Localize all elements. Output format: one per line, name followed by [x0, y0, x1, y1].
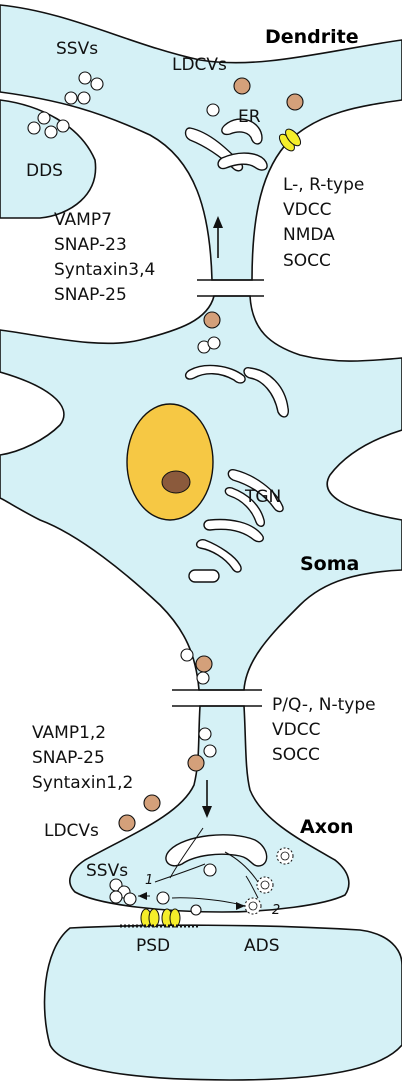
dendrite-channel-1: VDCC [283, 200, 331, 220]
dendrite-channel-0: L-, R-type [283, 175, 364, 195]
endosome [165, 834, 268, 867]
label-axon: Axon [300, 816, 354, 838]
vesicle [203, 863, 217, 877]
tgn-cisterna [203, 518, 264, 543]
axon-channel-0: P/Q-, N-type [272, 695, 376, 715]
label-soma: Soma [300, 553, 359, 575]
er-cisterna [217, 152, 268, 171]
label-path-1: 1 [145, 873, 153, 888]
label-ads: ADS [244, 936, 280, 956]
dendrite-snare-1: SNAP-23 [54, 235, 127, 255]
postsynaptic-cell [43, 924, 402, 1081]
vesicle [156, 891, 170, 905]
dendrite-channel-2: NMDA [283, 225, 335, 245]
tgn-cisterna [224, 486, 266, 527]
label-dds: DDS [26, 161, 63, 181]
axon-channel-2: SOCC [272, 745, 320, 765]
axon-snare-1: SNAP-25 [32, 748, 105, 768]
dendrite-snare-0: VAMP7 [54, 210, 112, 230]
golgi-cisterna [243, 367, 290, 418]
vesicle [190, 904, 202, 916]
label-path-2: 2 [272, 903, 280, 918]
dendrite-channel-3: SOCC [283, 251, 331, 271]
label-er: ER [238, 107, 261, 127]
vesicle [206, 103, 220, 117]
golgi-cisterna [184, 364, 246, 384]
dendrite-snare-3: SNAP-25 [54, 285, 127, 305]
axon-channel-1: VDCC [272, 720, 320, 740]
nucleus [126, 403, 214, 521]
axon-snare-2: Syntaxin1,2 [32, 773, 133, 793]
label-dendrite: Dendrite [265, 26, 359, 48]
ldcv [233, 77, 251, 95]
label-psd: PSD [136, 936, 170, 956]
ldcv [286, 93, 304, 111]
transport-arrow-up [213, 216, 223, 258]
tgn-cisterna [227, 469, 284, 513]
label-ssvs-top: SSVs [56, 39, 98, 59]
label-tgn: TGN [244, 487, 281, 507]
axon-snare-0: VAMP1,2 [32, 723, 106, 743]
dds-lobe [0, 99, 97, 219]
vdcc-channel-icon [278, 128, 302, 152]
tgn-cisterna [195, 538, 242, 573]
label-ldcvs-top: LDCVs [172, 55, 227, 75]
transport-arrow-down [202, 780, 212, 818]
label-ldcvs-bottom: LDCVs [44, 821, 99, 841]
nucleolus [161, 470, 191, 494]
coated-vesicle-icon [244, 847, 294, 915]
psd-receptor-icon [140, 908, 181, 928]
dendrite-snare-2: Syntaxin3,4 [54, 260, 155, 280]
tgn-cisterna [188, 569, 220, 583]
label-ssvs-bottom: SSVs [86, 861, 128, 881]
er-cisterna [221, 118, 263, 145]
